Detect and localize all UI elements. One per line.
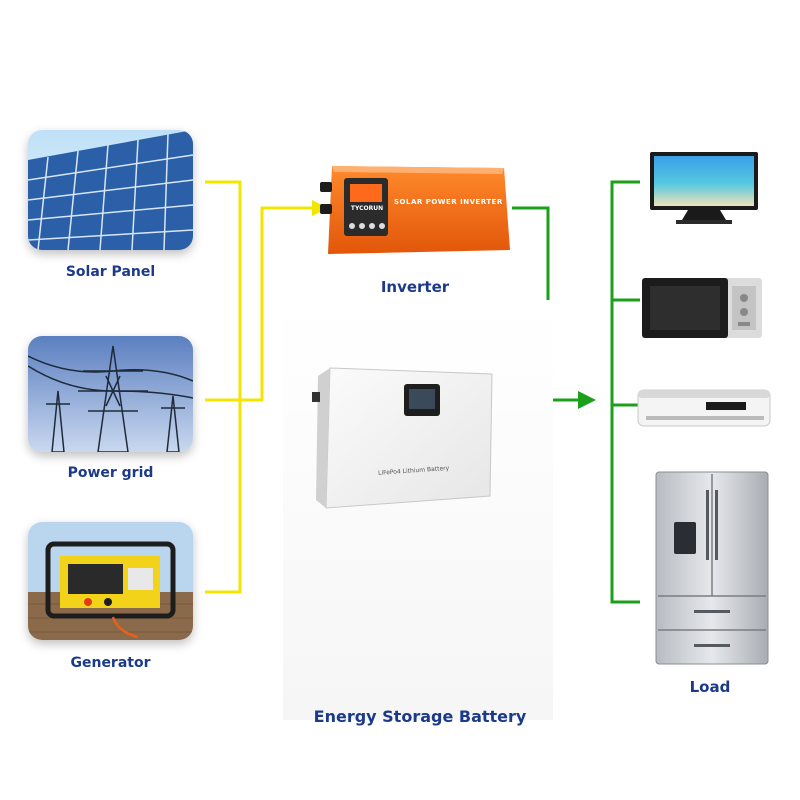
solar-panel-card [28, 130, 193, 250]
tv-icon [650, 152, 758, 224]
tv-device [648, 150, 760, 226]
air-conditioner-icon [637, 389, 771, 427]
battery-image [312, 367, 493, 509]
load-bus-line [610, 180, 640, 604]
generator-card [28, 522, 193, 640]
refrigerator-icon [655, 471, 769, 665]
load-input-arrow [578, 391, 596, 409]
inverter-brand-text: TYCORUN [350, 205, 384, 212]
source-lines [205, 180, 312, 594]
power-grid-card [28, 336, 193, 452]
battery-label: Energy Storage Battery [313, 707, 527, 726]
microwave-device [640, 272, 764, 344]
inverter-image [320, 166, 510, 254]
inverter-panel-text: SOLAR POWER INVERTER [394, 198, 503, 206]
solar-panel-label: Solar Panel [65, 264, 156, 280]
power-grid-label: Power grid [67, 465, 154, 481]
inverter-label: Inverter [380, 278, 450, 296]
inverter-feed-line [240, 206, 312, 402]
air-conditioner-device [636, 386, 772, 432]
battery-device: LiFePo4 Lithium Battery [308, 362, 498, 510]
refrigerator-device [654, 470, 770, 666]
solar-panel-image [28, 130, 193, 250]
generator-image [28, 522, 193, 640]
generator-label: Generator [70, 655, 151, 671]
load-label: Load [689, 678, 731, 696]
power-grid-image [28, 336, 193, 452]
inverter-device: TYCORUN SOLAR POWER INVERTER [318, 160, 514, 258]
microwave-icon [642, 278, 762, 338]
source-bus-line [205, 180, 242, 594]
